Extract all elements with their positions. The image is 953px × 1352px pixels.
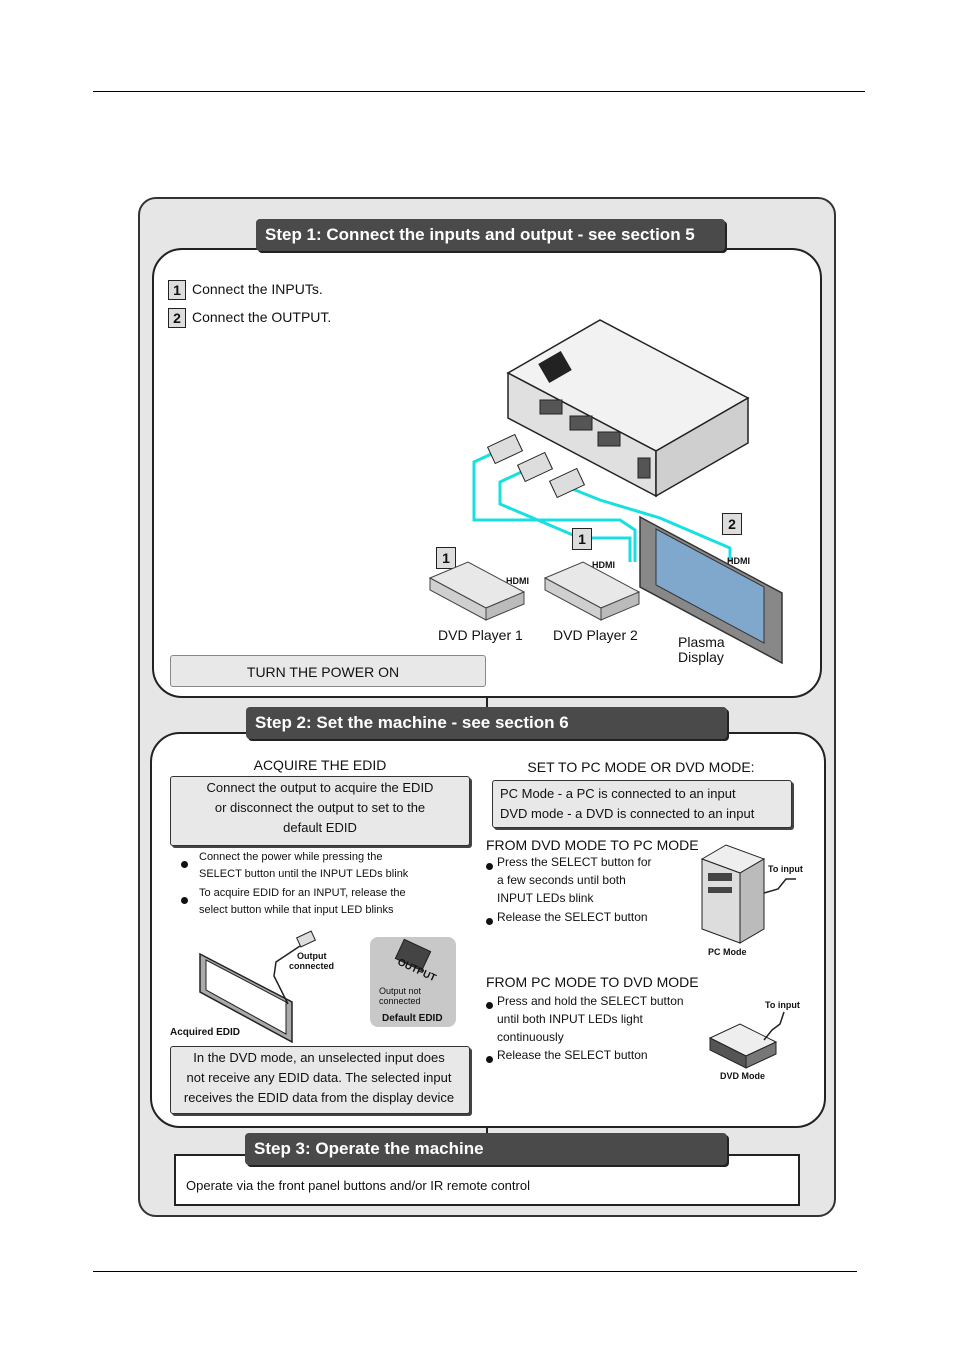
dvd-player-1-illustration (428, 561, 526, 621)
plasma-display-illustration (639, 515, 783, 665)
dvd-unit-illustration (708, 1011, 785, 1069)
acquire-edid-box-line3: default EDID (283, 820, 357, 835)
dvd-mode-caption: DVD Mode (720, 1071, 765, 1081)
acquire-edid-box-line2: or disconnect the output to set to the (214, 800, 426, 815)
pc-to-dvd-bullet1-line3: continuously (497, 1030, 564, 1044)
step2-title: Step 2: Set the machine - see section 6 (246, 707, 727, 739)
acquire-edid-box-line1: Connect the output to acquire the EDID (206, 780, 434, 795)
dvd-mode-edid-note-box (170, 1046, 470, 1114)
mode-definition-box (492, 780, 792, 828)
pc-to-dvd-bullet2-dot (486, 1051, 493, 1069)
acquired-edid-display-illustration (199, 930, 317, 1044)
acquire-bullet1-line1: Connect the power while pressing the (199, 851, 383, 863)
pc-to-dvd-bullet1-dot (486, 997, 493, 1015)
dvd-to-pc-heading: FROM DVD MODE TO PC MODE (486, 837, 699, 853)
default-edid-label: Default EDID (382, 1013, 443, 1024)
step1-item1-text: Connect the INPUTs. (192, 281, 323, 297)
callout-input1: 1 (436, 547, 456, 569)
dvd-to-pc-bullet2-dot (486, 913, 493, 931)
connector-line (486, 1124, 488, 1136)
edid-note-line1: In the DVD mode, an unselected input doe… (193, 1050, 445, 1065)
dvd-player-1-label: DVD Player 1 (438, 627, 523, 643)
callout-output: 2 (722, 513, 742, 535)
pc-tower-illustration (700, 844, 796, 944)
output-connected-label-line2: connected (289, 961, 335, 971)
step1-title: Step 1: Connect the inputs and output - … (256, 219, 725, 251)
mode-definition-line1: PC Mode - a PC is connected to an input (500, 786, 736, 801)
dvd-player-2-label: DVD Player 2 (553, 627, 638, 643)
pc-to-dvd-bullet1-line1: Press and hold the SELECT button (497, 994, 684, 1008)
acquire-edid-heading: ACQUIRE THE EDID (253, 757, 387, 773)
acquire-edid-box (170, 776, 470, 846)
edid-note-line2: not receive any EDID data. The selected … (186, 1070, 452, 1085)
top-rule (93, 91, 865, 92)
output-connected-label-line1: Output (297, 951, 327, 961)
hdmi-label-dvd2: HDMI (592, 560, 615, 570)
pc-mode-caption: PC Mode (708, 947, 747, 957)
dvd-to-pc-bullet1-line2: a few seconds until both (497, 873, 626, 887)
plasma-display-label-line2: Display (678, 649, 724, 665)
turn-power-on-box (170, 655, 486, 687)
bottom-rule (93, 1271, 857, 1272)
connector-line (486, 697, 488, 711)
mode-definition-line2: DVD mode - a DVD is connected to an inpu… (500, 806, 755, 821)
dvd-to-pc-bullet2: Release the SELECT button (497, 910, 648, 924)
pc-to-input-label: To input (768, 864, 803, 874)
pc-to-dvd-bullet1-line2: until both INPUT LEDs light (497, 1012, 643, 1026)
step3-text: Operate via the front panel buttons and/… (186, 1178, 530, 1193)
step1-item2-text: Connect the OUTPUT. (192, 309, 332, 325)
dvd-to-pc-bullet1-dot (486, 858, 493, 876)
callout-input2: 1 (572, 528, 592, 550)
step1-item1-number: 1 (168, 280, 186, 300)
acquire-bullet2-line1: To acquire EDID for an INPUT, release th… (199, 887, 406, 899)
acquire-bullet2-line2: select button while that input LED blink… (199, 904, 394, 916)
dvd-to-pc-bullet1-line3: INPUT LEDs blink (497, 891, 594, 905)
step1-item2-number: 2 (168, 308, 186, 328)
acquired-edid-label: Acquired EDID (170, 1027, 241, 1038)
acquire-bullet2-dot (181, 892, 198, 910)
acquire-bullet1-dot (181, 856, 198, 874)
hdmi-label-dvd1: HDMI (506, 576, 529, 586)
hdmi-cables (472, 433, 732, 562)
dvd-to-input-label: To input (765, 1000, 800, 1010)
output-not-connected-line1: Output not (379, 986, 422, 996)
pc-to-dvd-heading: FROM PC MODE TO DVD MODE (486, 974, 699, 990)
mode-heading: SET TO PC MODE OR DVD MODE: (527, 759, 755, 775)
pc-to-dvd-bullet2: Release the SELECT button (497, 1048, 648, 1062)
switcher-device-illustration (506, 319, 750, 498)
dvd-player-2-illustration (543, 561, 641, 621)
turn-power-on-text: TURN THE POWER ON (246, 664, 400, 680)
hdmi-label-display: HDMI (727, 556, 750, 566)
dvd-to-pc-bullet1-line1: Press the SELECT button for (497, 855, 652, 869)
edid-note-line3: receives the EDID data from the display … (183, 1090, 455, 1105)
plasma-display-label-line1: Plasma (678, 634, 725, 650)
output-not-connected-line2: connected (379, 996, 421, 1006)
step3-title: Step 3: Operate the machine (245, 1133, 727, 1165)
acquire-bullet1-line2: SELECT button until the INPUT LEDs blink (199, 868, 409, 880)
